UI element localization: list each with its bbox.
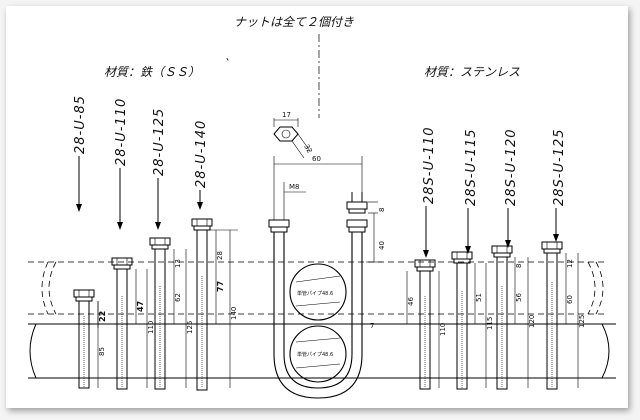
- model-label-28S-U-125: 28S-U-125: [552, 128, 567, 242]
- dims-28-U-125: 13 62 125: [173, 249, 194, 388]
- u-bolt-body: [268, 192, 368, 399]
- svg-text:110: 110: [147, 321, 155, 334]
- svg-text:8: 8: [515, 264, 523, 268]
- bolt-28-U-125: [149, 237, 171, 390]
- svg-text:28S-U-110: 28S-U-110: [422, 126, 437, 204]
- bolt-28-U-140: [191, 218, 213, 391]
- pipe-break-left: [29, 323, 37, 379]
- svg-text:47: 47: [136, 301, 145, 312]
- model-label-28S-U-120: 28S-U-120: [504, 128, 519, 248]
- svg-text:12: 12: [566, 259, 574, 268]
- svg-text:51: 51: [475, 293, 483, 302]
- dims-28-U-110: 47 110: [135, 269, 155, 388]
- svg-text:28-U-125: 28-U-125: [152, 108, 167, 176]
- bolt-28S-U-120: [491, 245, 513, 390]
- nuts-note: ナットは全て２個付き: [234, 15, 354, 29]
- svg-text:13: 13: [174, 259, 182, 268]
- u-bolt-drawing: ナットは全て２個付き 材質：鉄（ＳＳ） ` 材質：ステンレス 28-U-85 2…: [28, 15, 616, 399]
- center-dims: 60 M8 8 40 7: [273, 155, 386, 330]
- svg-text:60: 60: [312, 155, 321, 163]
- svg-text:28S-U-120: 28S-U-120: [504, 128, 519, 206]
- model-label-28-U-125: 28-U-125: [152, 108, 167, 230]
- nut-top-view: 17 32: [273, 111, 314, 159]
- svg-text:28: 28: [216, 251, 224, 260]
- pipe-label-lower: 単管パイプ48.6: [297, 351, 333, 358]
- svg-text:28S-U-115: 28S-U-115: [464, 128, 479, 206]
- pipe-circle-lower: 単管パイプ48.6: [289, 325, 347, 383]
- model-label-28S-U-115: 28S-U-115: [464, 128, 479, 254]
- pipe-break-right: [601, 323, 610, 379]
- svg-text:M8: M8: [289, 183, 300, 191]
- model-label-28-U-110: 28-U-110: [114, 98, 129, 230]
- model-label-28S-U-110: 28S-U-110: [422, 126, 437, 258]
- svg-text:7: 7: [370, 322, 374, 330]
- svg-text:125: 125: [578, 315, 586, 328]
- dims-28S-U-120: 8 56 120: [514, 257, 536, 388]
- svg-text:56: 56: [515, 293, 523, 302]
- svg-text:110: 110: [439, 323, 447, 336]
- svg-text:28-U-110: 28-U-110: [114, 98, 129, 166]
- material-label-steel: 材質：鉄（ＳＳ）: [104, 65, 200, 79]
- material-label-stainless: 材質：ステンレス: [424, 65, 520, 79]
- pipe-label-upper: 単管パイプ48.6: [297, 290, 333, 297]
- svg-text:85: 85: [98, 347, 106, 356]
- dims-28-U-140: 28 77 140: [206, 229, 238, 388]
- svg-text:115: 115: [486, 317, 494, 330]
- svg-text:28S-U-125: 28S-U-125: [552, 128, 567, 206]
- svg-text:125: 125: [186, 321, 194, 334]
- svg-text:60: 60: [566, 295, 574, 304]
- dims-28S-U-115: 51 115: [474, 263, 494, 388]
- svg-text:28-U-140: 28-U-140: [194, 120, 209, 188]
- svg-text:46: 46: [407, 297, 415, 306]
- dims-28S-U-125: 12 60 125: [565, 253, 586, 388]
- bolt-28S-U-125: [541, 241, 563, 390]
- model-label-28-U-140: 28-U-140: [194, 120, 209, 210]
- svg-text:17: 17: [282, 111, 291, 119]
- dims-28-U-85: 22 85: [97, 301, 107, 388]
- svg-text:28-U-85: 28-U-85: [73, 95, 88, 154]
- pipe-circle-upper: 単管パイプ48.6: [289, 263, 347, 321]
- svg-text:140: 140: [230, 307, 238, 320]
- svg-text:120: 120: [528, 315, 536, 328]
- bolt-28S-U-115: [451, 251, 473, 390]
- model-label-28-U-85: 28-U-85: [73, 95, 88, 212]
- svg-text:32: 32: [302, 143, 313, 155]
- bolt-28S-U-110: [414, 259, 436, 390]
- svg-text:40: 40: [378, 241, 386, 250]
- dims-28S-U-110: 46 110: [406, 271, 447, 388]
- drawing-frame: ナットは全て２個付き 材質：鉄（ＳＳ） ` 材質：ステンレス 28-U-85 2…: [6, 6, 628, 408]
- svg-text:77: 77: [216, 281, 225, 292]
- svg-text:22: 22: [98, 311, 107, 322]
- svg-text:62: 62: [174, 293, 182, 302]
- svg-text:`: `: [224, 57, 230, 71]
- svg-text:8: 8: [378, 208, 386, 212]
- bolt-28-U-110: [111, 257, 133, 390]
- bolt-28-U-85: [73, 289, 95, 389]
